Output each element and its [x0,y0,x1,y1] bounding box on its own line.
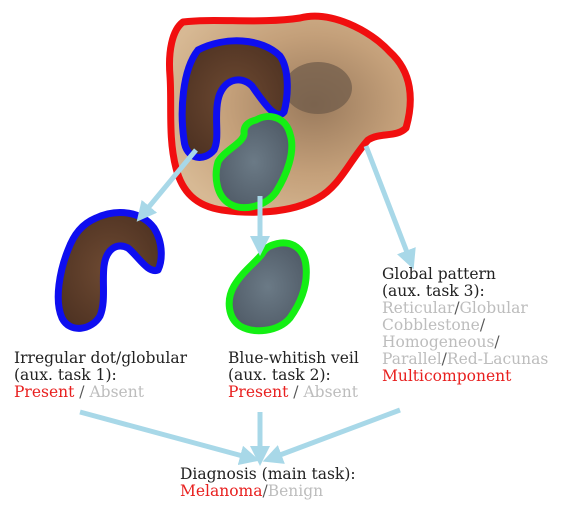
arrow-task1-to-diagnosis [80,412,250,458]
arrow-to-global-pattern [366,146,410,260]
task1-option-present: Present [14,383,74,401]
task3-option-globular: Globular [460,299,528,317]
task2-label: Blue-whitish veil (aux. task 2): Present… [228,350,359,401]
task3-separator-2: / [480,316,485,334]
task2-options: Present / Absent [228,384,359,401]
task3-options-row2: Cobblestone/ [382,317,548,334]
main-task-title: Diagnosis (main task): [180,466,356,483]
dot-globular-crop [58,213,161,329]
veil-crop-fill [229,243,306,331]
whole-lesion-dark-core [284,62,352,114]
task1-option-absent: Absent [89,383,143,401]
veil-crop [229,243,306,331]
main-task-option-benign: Benign [268,482,323,500]
task3-option-homogeneous: Homogeneous [382,333,494,351]
task1-title-line1: Irregular dot/globular [14,350,187,367]
task2-option-present: Present [228,383,288,401]
task3-option-parallel: Parallel [382,350,442,368]
arrow-task3-to-diagnosis [272,410,400,458]
task3-title-line1: Global pattern [382,266,548,283]
main-task-option-melanoma: Melanoma [180,482,263,500]
task3-separator-3: / [494,333,499,351]
task1-options: Present / Absent [14,384,187,401]
task2-option-absent: Absent [303,383,357,401]
task2-title-line1: Blue-whitish veil [228,350,359,367]
task3-options-row5: Multicomponent [382,368,548,385]
task3-option-cobblestone: Cobblestone [382,316,480,334]
task1-separator: / [79,383,84,401]
task3-options-row4: Parallel/Red-Lacunas [382,351,548,368]
task3-options-row1: Reticular/Globular [382,300,548,317]
main-task-options: Melanoma/Benign [180,483,356,500]
task2-separator: / [293,383,298,401]
task3-options-row3: Homogeneous/ [382,334,548,351]
task3-option-red-lacunas: Red-Lacunas [447,350,548,368]
task3-option-reticular: Reticular [382,299,454,317]
task3-title-line2: (aux. task 3): [382,283,548,300]
task3-label: Global pattern (aux. task 3): Reticular/… [382,266,548,385]
task3-option-multicomponent: Multicomponent [382,367,511,385]
task1-title-line2: (aux. task 1): [14,367,187,384]
task2-title-line2: (aux. task 2): [228,367,359,384]
task1-label: Irregular dot/globular (aux. task 1): Pr… [14,350,187,401]
main-task-label: Diagnosis (main task): Melanoma/Benign [180,466,356,500]
